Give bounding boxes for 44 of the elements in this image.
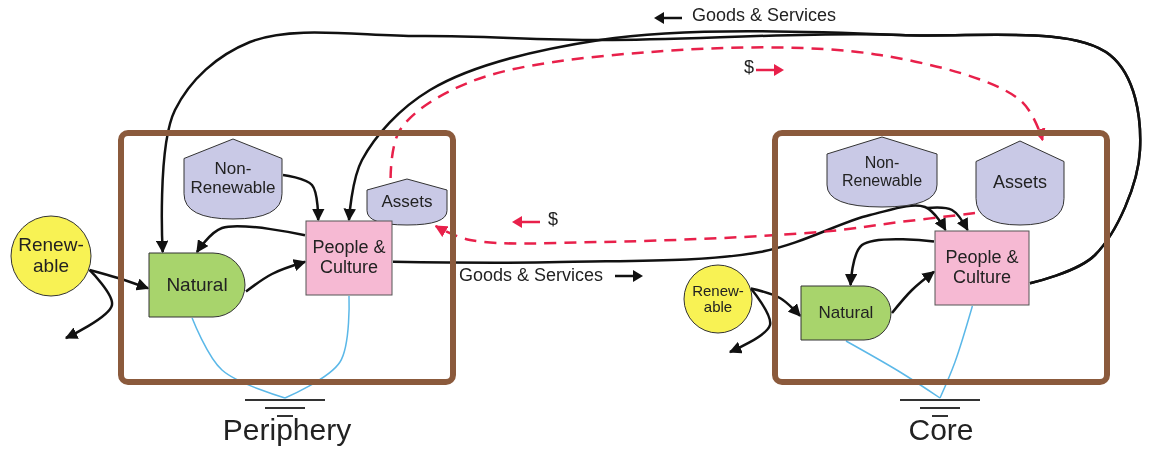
arrow: [393, 204, 947, 264]
edge-label: $: [742, 58, 756, 78]
pentagon-node: [183, 138, 283, 220]
node-label: People & Culture: [944, 248, 1020, 288]
node-label: Assets: [381, 192, 433, 212]
node-label: Natural: [818, 303, 874, 323]
pentagon-node: [826, 136, 938, 208]
pentagon-node: [975, 140, 1065, 226]
arrow: [389, 46, 1046, 179]
arrow: [195, 225, 306, 254]
process-box: [934, 230, 1030, 306]
arrow: [434, 211, 976, 245]
arrow: [891, 270, 935, 314]
ground-symbol: [245, 398, 325, 420]
node-label: Non- Renewable: [189, 160, 277, 198]
d-shaped-node: [800, 285, 892, 341]
arrow: [89, 268, 150, 291]
arrow: [282, 173, 325, 222]
region-title: Core: [907, 413, 975, 447]
d-shaped-node: [148, 252, 246, 318]
arrow: [926, 206, 969, 232]
pentagon-node: [366, 178, 448, 226]
arrow: [343, 30, 1142, 285]
node-label: Non- Renewable: [840, 154, 924, 190]
ground-symbol: [900, 398, 980, 420]
connector-line: [845, 340, 941, 399]
arrow: [844, 237, 935, 287]
arrow: [245, 259, 307, 293]
circle-node: [683, 264, 753, 334]
node-label: Assets: [993, 173, 1047, 193]
edge-label: $: [546, 210, 560, 230]
connector-line: [939, 305, 974, 399]
arrow: [750, 287, 801, 317]
arrow: [64, 269, 114, 340]
process-box: [305, 220, 393, 296]
circle-node: [10, 215, 92, 297]
node-label: Renew- able: [691, 282, 745, 316]
node-label: Renew- able: [17, 235, 85, 277]
connector-line: [191, 317, 286, 399]
region-title: Periphery: [221, 413, 353, 447]
arrow: [728, 287, 772, 354]
connector-line: [284, 295, 350, 399]
node-label: People & Culture: [311, 238, 387, 278]
node-label: Natural: [166, 274, 228, 296]
